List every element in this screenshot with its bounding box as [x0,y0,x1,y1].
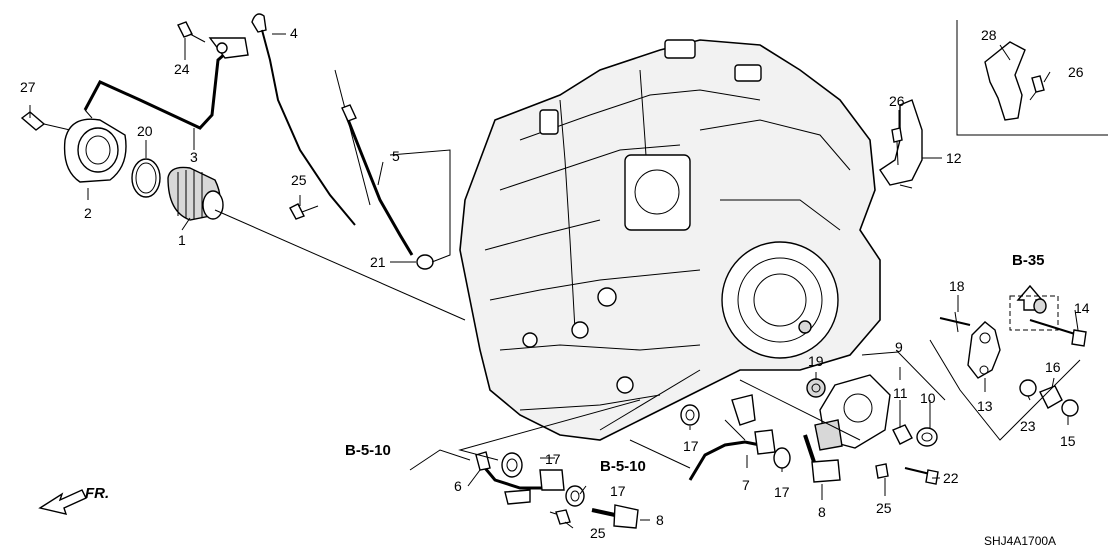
callout-2: 2 [84,205,92,221]
callout-23: 23 [1020,418,1036,434]
callout-13: 13 [977,398,993,414]
callout-15: 15 [1060,433,1076,449]
bolt-25-upper [289,203,319,220]
callout-17-a: 17 [545,451,561,467]
transmission-housing [459,39,881,441]
atf-pipe-3 [83,43,236,130]
front-indicator-label: FR. [85,485,109,502]
callout-8-right: 8 [818,504,826,520]
dipstick-4 [251,13,356,226]
washer-17-b [565,485,585,507]
ref-b510-right: B-5-10 [600,458,646,475]
callout-6: 6 [454,478,462,494]
bracket-13 [967,321,1001,379]
bolt-26-upper [891,127,903,166]
bolt-24 [177,21,249,59]
callout-9: 9 [895,339,903,355]
callout-20: 20 [137,123,153,139]
nut-15 [1061,399,1079,417]
callout-19: 19 [808,353,824,369]
bolt-22 [904,467,939,485]
washer-19 [806,378,826,398]
callout-10: 10 [920,390,936,406]
callout-26-upper: 26 [889,93,905,109]
bolt-25-lower-left [549,509,571,525]
bolt-8-left [591,504,639,529]
callout-17-c: 17 [683,438,699,454]
callout-27: 27 [20,79,36,95]
callout-8-left: 8 [656,512,664,528]
bolt-8-right [803,434,841,483]
ref-b510-left: B-5-10 [345,442,391,459]
callout-3: 3 [190,149,198,165]
o-ring-20 [131,158,161,198]
callout-18: 18 [949,278,965,294]
callout-17-d: 17 [774,484,790,500]
callout-25-lower-left: 25 [590,525,606,541]
callout-4: 4 [290,25,298,41]
callout-21: 21 [370,254,386,270]
ref-b35: B-35 [1012,252,1045,269]
leader-lines [29,33,1081,529]
diagram-code: SHJ4A1700A [984,534,1056,548]
callout-14: 14 [1074,300,1090,316]
callout-17-b: 17 [610,483,626,499]
front-arrow-icon [38,489,87,515]
lock-washer-11 [892,424,913,445]
callout-26-inset: 26 [1068,64,1084,80]
callout-11: 11 [893,385,908,401]
callout-25-right: 25 [876,500,892,516]
strainer-cover-2 [63,118,127,183]
clip-18 [939,311,971,333]
callout-22: 22 [943,470,959,486]
union-bolt-17-center [754,429,776,455]
washer-17-d [773,447,791,469]
o-ring-21 [416,254,434,270]
atf-filter-1 [167,166,224,221]
range-switch-9 [814,351,946,451]
union-bolt-17 [539,469,565,491]
bracket-12 [879,99,923,189]
callout-24: 24 [174,61,190,77]
cooler-pipe-7 [688,394,761,481]
callout-28: 28 [981,27,997,43]
bolt-27 [20,111,71,131]
bolt-14 [1029,319,1087,347]
callout-16: 16 [1045,359,1061,375]
callout-25-upper: 25 [291,172,307,188]
inset-frame [956,20,1108,136]
callout-5: 5 [392,148,400,164]
washer-17-c [680,404,700,426]
callout-12: 12 [946,150,962,166]
washer-17-a [501,452,523,478]
b35-arrow [1009,284,1059,331]
washer-23 [1019,379,1037,397]
clip-16 [1039,385,1063,409]
dipstick-tube-5 [334,69,414,256]
bolt-25-right [875,463,889,479]
callout-labels: 1 2 3 4 5 6 7 8 8 9 10 11 12 13 14 15 16… [20,25,1090,541]
nut-10 [916,427,938,447]
callout-1: 1 [178,232,186,248]
callout-7: 7 [742,477,750,493]
